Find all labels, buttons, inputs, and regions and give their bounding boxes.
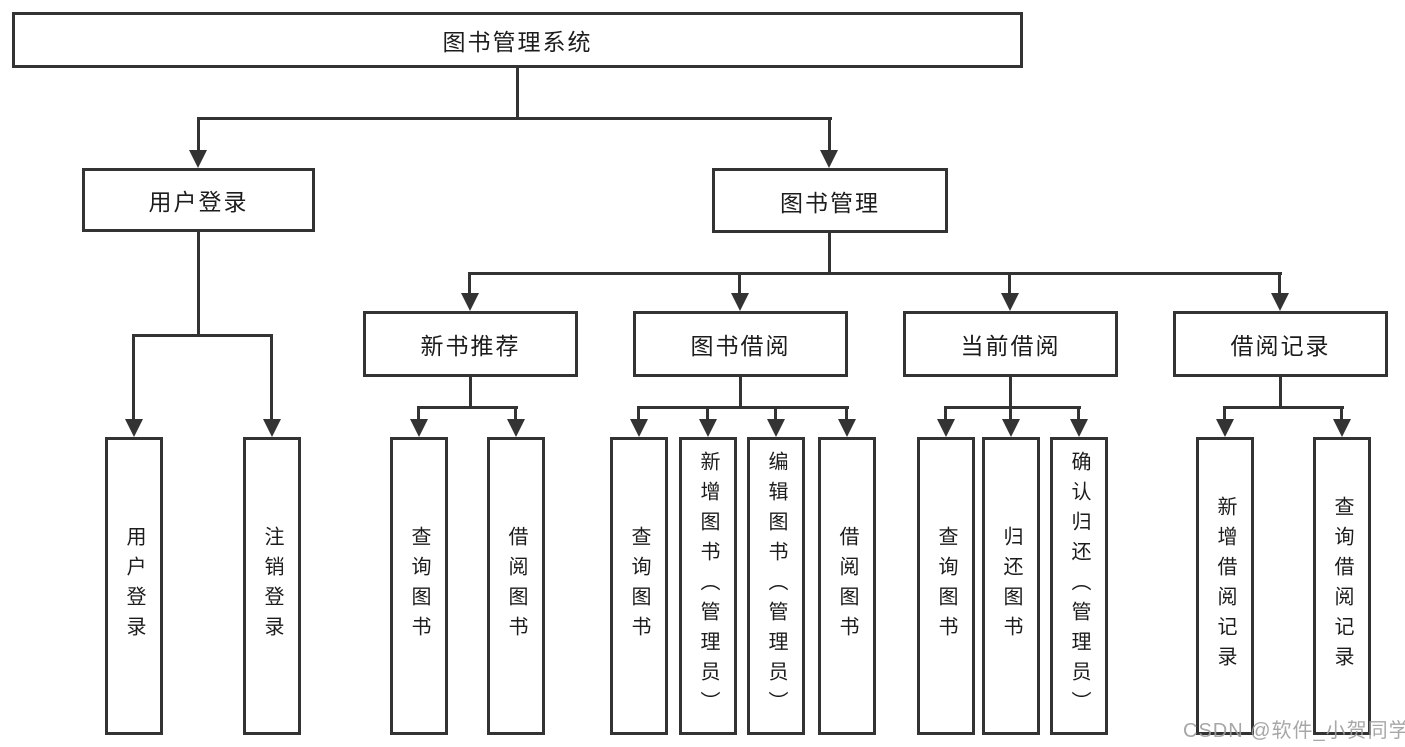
connector-line: [845, 406, 848, 423]
node-user-login: 用户登录: [82, 168, 315, 232]
leaf-borrow-books-recommend: 借阅图书: [487, 437, 545, 735]
node-current-borrow: 当前借阅: [903, 311, 1118, 377]
arrowhead-icon: [731, 293, 749, 311]
leaf-query-borrow-record: 查询借阅记录: [1313, 437, 1371, 735]
arrowhead-icon: [410, 419, 428, 437]
leaf-user-login: 用户登录: [105, 437, 163, 735]
leaf-confirm-return-admin: 确认归还（管理员）: [1050, 437, 1108, 735]
connector-line: [417, 406, 518, 409]
connector-line: [417, 406, 420, 423]
connector-line: [1279, 377, 1282, 409]
connector-line: [738, 272, 741, 297]
arrowhead-icon: [820, 150, 838, 168]
arrowhead-icon: [263, 419, 281, 437]
arrowhead-icon: [767, 419, 785, 437]
connector-line: [1340, 406, 1343, 423]
connector-line: [774, 406, 777, 423]
arrowhead-icon: [189, 150, 207, 168]
leaf-query-books-current: 查询图书: [917, 437, 975, 735]
watermark-text: CSDN @软件_小贺同学: [1183, 720, 1405, 742]
arrowhead-icon: [1002, 419, 1020, 437]
node-library-system: 图书管理系统: [12, 12, 1023, 68]
leaf-add-borrow-record: 新增借阅记录: [1196, 437, 1254, 735]
connector-line: [1008, 272, 1011, 297]
connector-line: [828, 233, 831, 275]
arrowhead-icon: [1333, 419, 1351, 437]
connector-line: [197, 117, 832, 120]
arrowhead-icon: [838, 419, 856, 437]
arrowhead-icon: [461, 293, 479, 311]
connector-line: [132, 334, 273, 337]
arrowhead-icon: [1271, 293, 1289, 311]
connector-line: [739, 377, 742, 409]
arrowhead-icon: [630, 419, 648, 437]
connector-line: [944, 406, 1081, 409]
connector-line: [1009, 406, 1012, 423]
connector-line: [1223, 406, 1344, 409]
connector-line: [516, 68, 519, 120]
connector-line: [468, 272, 1282, 275]
connector-line: [468, 272, 471, 297]
connector-line: [1077, 406, 1080, 423]
arrowhead-icon: [699, 419, 717, 437]
leaf-logout-login: 注销登录: [243, 437, 301, 735]
connector-line: [637, 406, 849, 409]
node-book-management: 图书管理: [712, 168, 948, 233]
connector-line: [197, 232, 200, 337]
arrowhead-icon: [937, 419, 955, 437]
leaf-add-books-admin: 新增图书（管理员）: [679, 437, 737, 735]
arrowhead-icon: [1001, 293, 1019, 311]
leaf-query-books-recommend: 查询图书: [390, 437, 448, 735]
node-book-borrow: 图书借阅: [633, 311, 848, 377]
connector-line: [514, 406, 517, 423]
arrowhead-icon: [125, 419, 143, 437]
connector-line: [828, 117, 831, 153]
connector-line: [637, 406, 640, 423]
arrowhead-icon: [1216, 419, 1234, 437]
arrowhead-icon: [1070, 419, 1088, 437]
leaf-return-books: 归还图书: [982, 437, 1040, 735]
connector-line: [1009, 377, 1012, 409]
connector-line: [132, 334, 135, 423]
connector-line: [197, 117, 200, 153]
connector-line: [944, 406, 947, 423]
arrowhead-icon: [507, 419, 525, 437]
leaf-borrow-books: 借阅图书: [818, 437, 876, 735]
connector-line: [1278, 272, 1281, 297]
node-new-book-recommend: 新书推荐: [363, 311, 578, 377]
node-borrow-records: 借阅记录: [1173, 311, 1388, 377]
connector-line: [270, 334, 273, 423]
leaf-query-books-borrow: 查询图书: [610, 437, 668, 735]
connector-line: [1223, 406, 1226, 423]
leaf-edit-books-admin: 编辑图书（管理员）: [747, 437, 805, 735]
connector-line: [469, 377, 472, 409]
connector-line: [706, 406, 709, 423]
